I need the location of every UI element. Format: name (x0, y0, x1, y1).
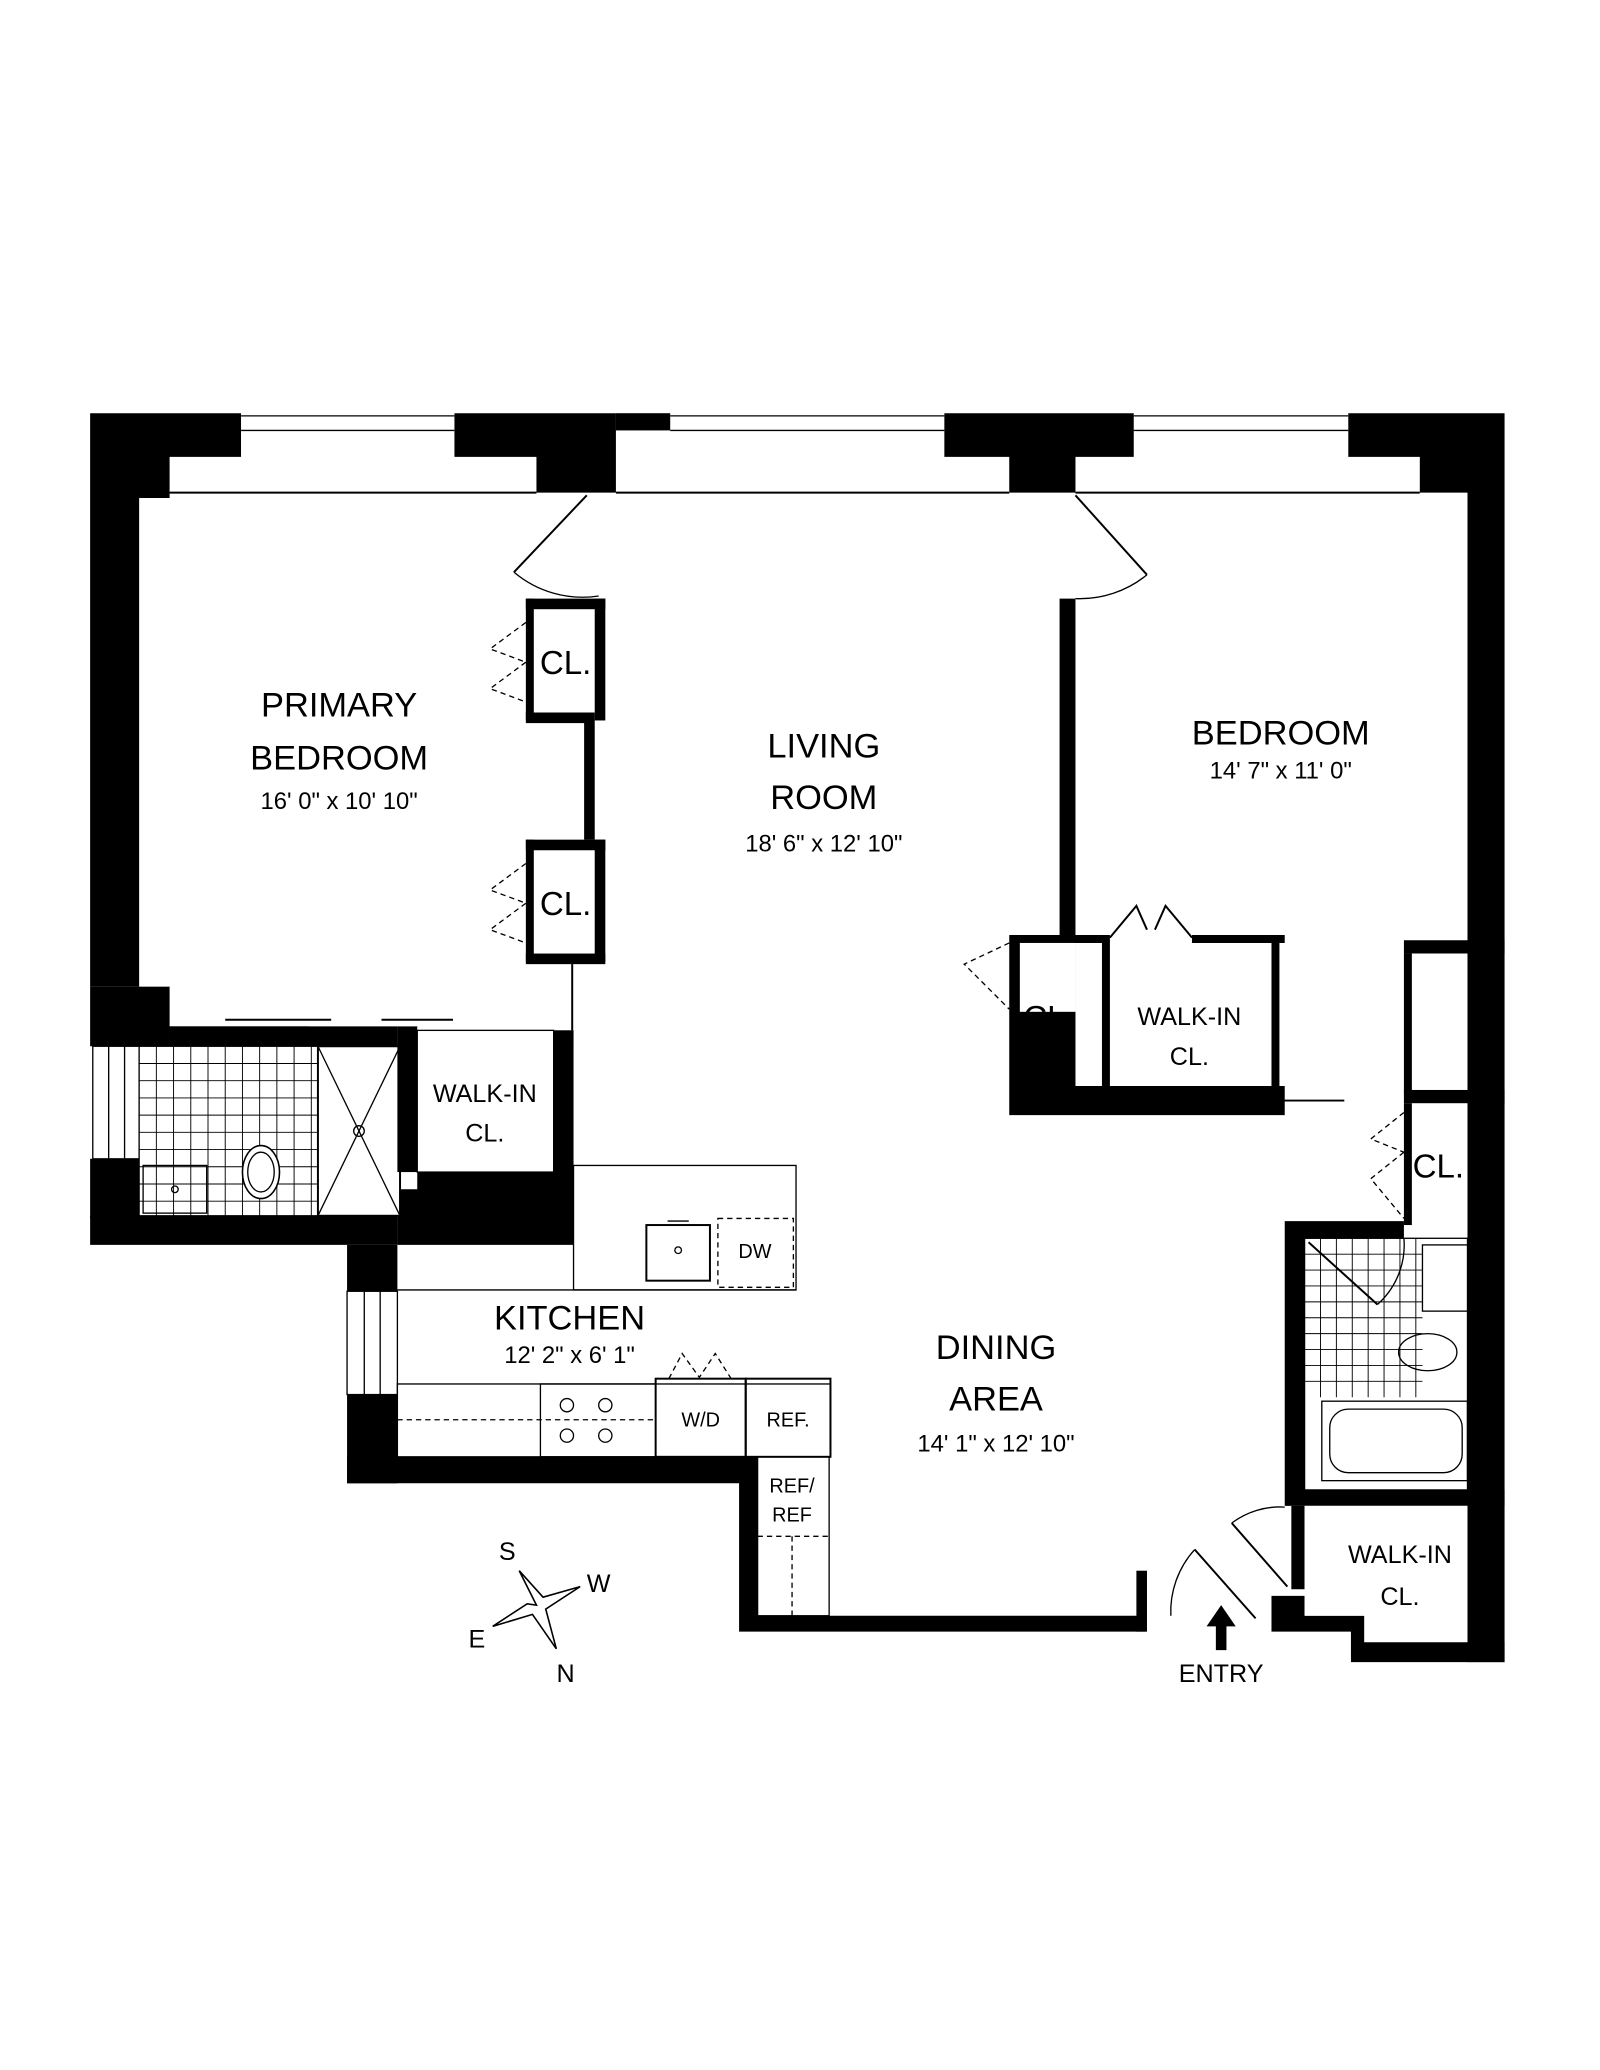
kitchen-dims: 12' 2" x 6' 1" (504, 1342, 635, 1369)
ref-ref-label-1: REF/ (769, 1476, 815, 1498)
dining-area-label-2: AREA (949, 1380, 1043, 1418)
room-labels: PRIMARY BEDROOM 16' 0" x 10' 10" LIVING … (250, 645, 1464, 1688)
kitchen-label: KITCHEN (494, 1300, 645, 1338)
dining-area-label-1: DINING (936, 1329, 1056, 1367)
primary-bedroom-dims: 16' 0" x 10' 10" (261, 788, 418, 815)
ref-ref-label-2: REF (772, 1505, 812, 1527)
compass-icon: S W E N (468, 1538, 610, 1688)
walk-in-closet-label-1: WALK-IN (433, 1080, 537, 1108)
bathroom-fixtures (142, 1144, 281, 1214)
compass-east: E (468, 1626, 485, 1654)
interior-walls (138, 598, 1471, 1617)
living-room-label-1: LIVING (767, 728, 880, 766)
walk-in-closet-label-1: WALK-IN (1348, 1541, 1452, 1569)
dishwasher-label: DW (738, 1241, 771, 1263)
bedroom-label: BEDROOM (1192, 714, 1370, 752)
closet-label: CL. (1023, 1000, 1075, 1037)
primary-bedroom-label-1: PRIMARY (261, 686, 417, 724)
bath-tile (139, 1046, 1423, 1398)
window (169, 413, 537, 494)
refrigerator-label: REF. (767, 1409, 810, 1431)
bedroom-dims: 14' 7" x 11' 0" (1210, 758, 1352, 785)
walk-in-closet-label-1: WALK-IN (1137, 1003, 1241, 1031)
closet-label: CL. (540, 886, 592, 923)
doors (488, 494, 1405, 1620)
compass-north: N (556, 1660, 574, 1688)
window (615, 413, 1010, 494)
entry-arrow-icon (1206, 1605, 1236, 1651)
primary-bedroom-label-2: BEDROOM (250, 739, 428, 777)
window (1075, 415, 1420, 494)
washer-dryer-label: W/D (681, 1409, 720, 1431)
compass-west: W (587, 1570, 611, 1598)
living-room-label-2: ROOM (770, 779, 877, 817)
walk-in-closet-label-2: CL. (1170, 1043, 1209, 1071)
dining-area-dims: 14' 1" x 12' 10" (917, 1431, 1074, 1458)
compass-south: S (499, 1538, 516, 1566)
exterior-walls (90, 413, 1505, 1663)
living-room-dims: 18' 6" x 12' 10" (745, 831, 902, 858)
closet-label: CL. (1413, 1148, 1465, 1185)
closet-label: CL. (540, 645, 592, 682)
walk-in-closet-label-2: CL. (1380, 1583, 1419, 1611)
walk-in-closet-label-2: CL. (465, 1120, 504, 1148)
entry-label: ENTRY (1179, 1660, 1264, 1688)
